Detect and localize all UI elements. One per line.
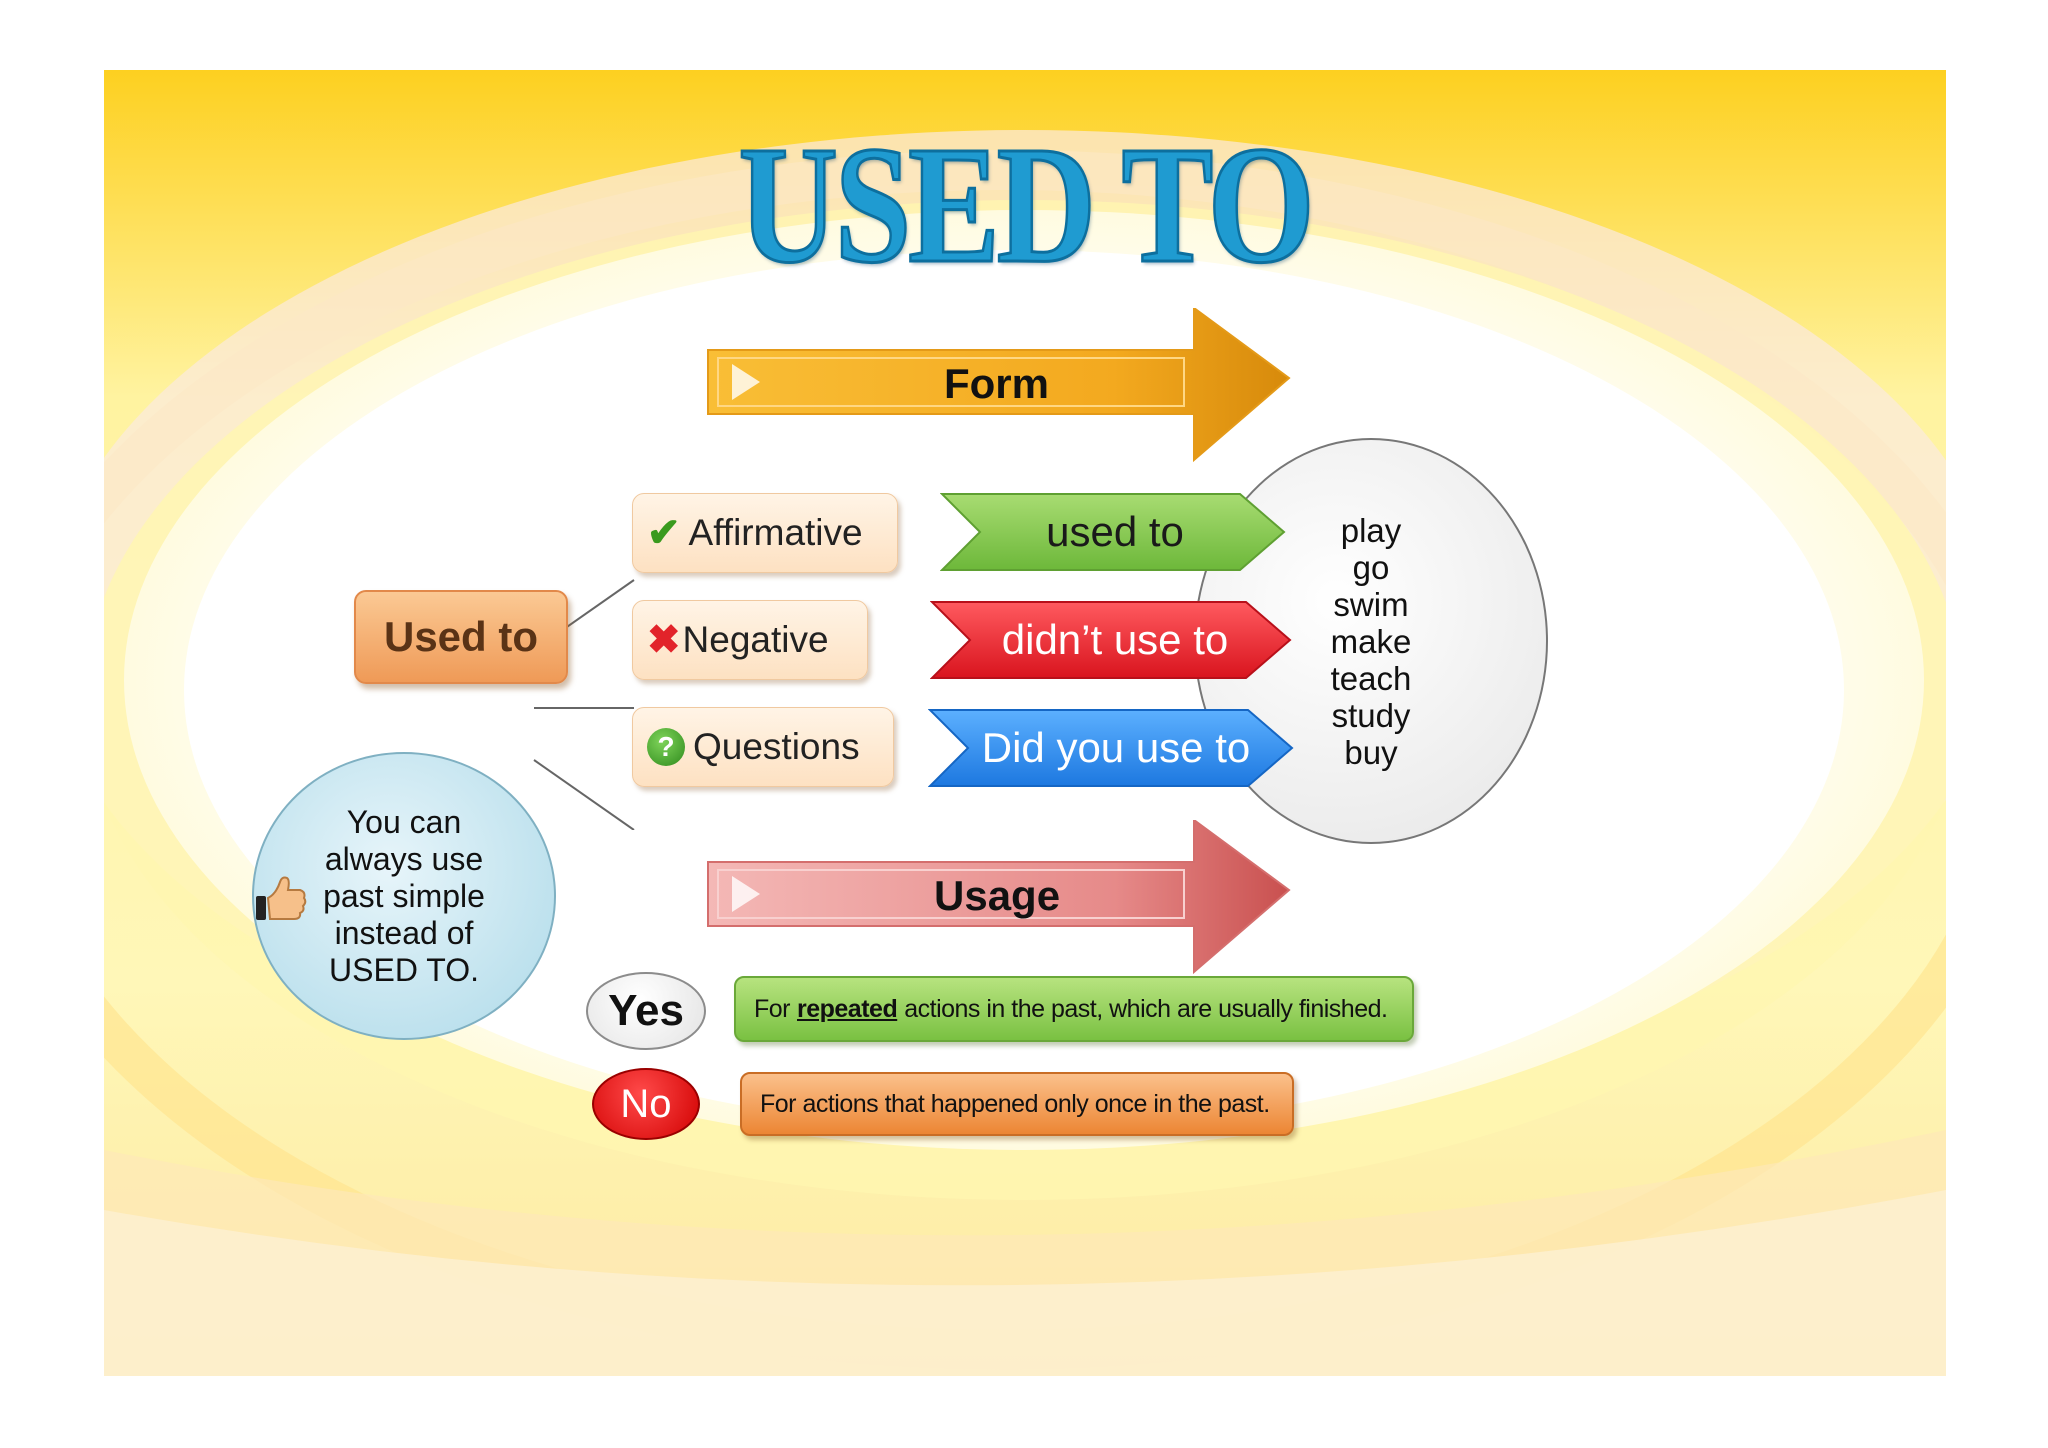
node-negative: ✖ Negative [632, 600, 868, 680]
node-negative-label: Negative [682, 619, 829, 660]
example-questions-label: Did you use to [981, 724, 1251, 771]
cross-icon: ✖ [647, 618, 681, 662]
node-affirmative-label: Affirmative [688, 512, 863, 553]
verb-item: go [1352, 548, 1390, 586]
form-arrow-label: Form [944, 360, 1049, 407]
verb-item: study [1331, 696, 1411, 734]
verb-item: teach [1330, 659, 1412, 697]
example-chevron-affirmative [940, 493, 1286, 571]
usage-no-bar: For actions that happened only once in t… [740, 1072, 1294, 1136]
check-icon: ✔ [647, 511, 681, 555]
verb-item: buy [1344, 733, 1398, 771]
question-icon: ? [647, 728, 685, 766]
yes-badge: Yes [586, 972, 706, 1050]
thumbs-up-icon [256, 876, 307, 920]
verb-item: swim [1333, 585, 1409, 623]
verb-item: play [1340, 511, 1402, 549]
no-badge: No [592, 1068, 700, 1140]
usage-arrow [707, 820, 1291, 975]
node-questions-label: Questions [693, 726, 860, 767]
note-line: past simple [323, 877, 485, 914]
note-line: instead of [334, 914, 474, 951]
usage-yes-emphasis: repeated [797, 994, 898, 1023]
example-negative-label: didn’t use to [1001, 616, 1229, 663]
note-line: You can [346, 803, 462, 840]
root-node-label: Used to [383, 613, 538, 660]
example-chevron-questions [928, 709, 1294, 787]
usage-yes-text-before: For [754, 994, 791, 1023]
slide-background [104, 70, 1946, 1376]
note-line: USED TO. [329, 951, 479, 988]
page-title: USED TO [737, 111, 1316, 300]
node-questions: ? Questions [632, 707, 894, 787]
slide: USED TO Form Used to ✔ Affirmative ✖ Neg… [104, 70, 1946, 1376]
root-node-used-to: Used to [354, 590, 568, 684]
example-affirmative-label: used to [1046, 508, 1184, 555]
example-chevron-negative [930, 601, 1292, 679]
usage-yes-text-after: actions in the past, which are usually f… [904, 994, 1388, 1023]
usage-no-text: For actions that happened only once in t… [760, 1089, 1270, 1118]
note-line: always use [324, 840, 484, 877]
form-arrow [707, 308, 1291, 463]
usage-yes-bar: For repeated actions in the past, which … [734, 976, 1414, 1042]
node-affirmative: ✔ Affirmative [632, 493, 898, 573]
usage-arrow-label: Usage [934, 872, 1061, 919]
verb-item: make [1330, 622, 1412, 660]
